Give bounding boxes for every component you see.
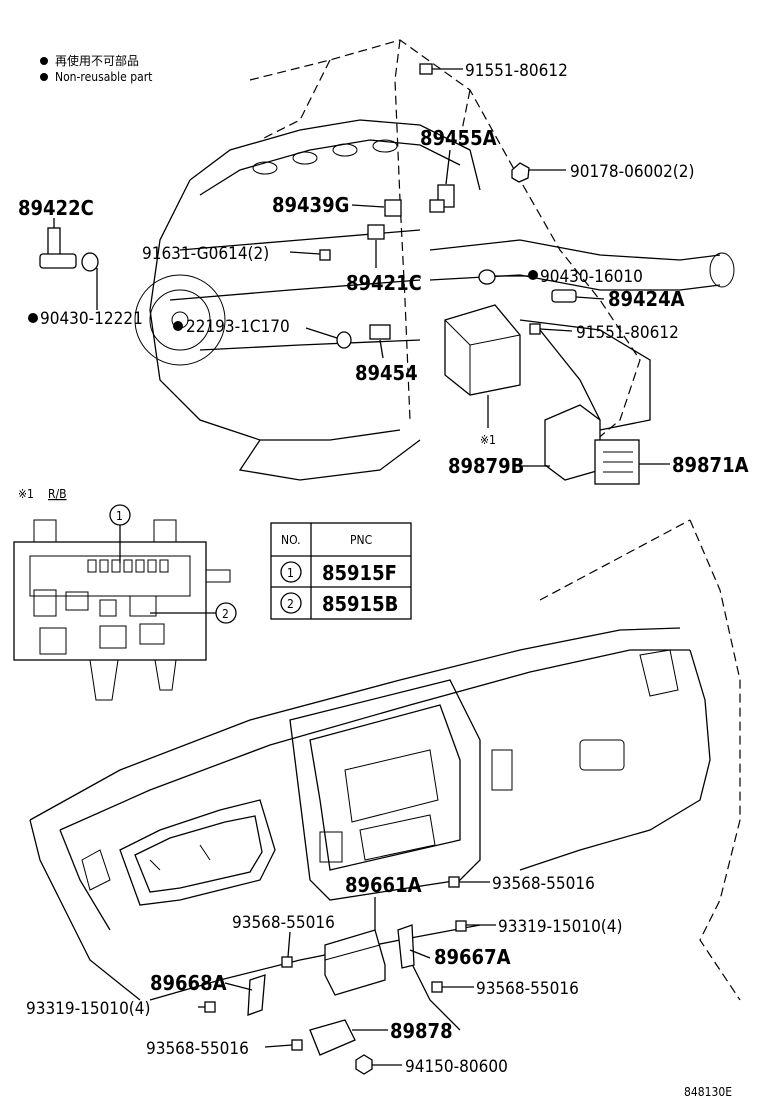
part-label: 93568-55016	[232, 913, 335, 933]
bolt-icon	[455, 920, 467, 932]
part-label: 22193-1C170	[186, 317, 290, 337]
bolt-icon	[529, 323, 541, 335]
sensor-icon	[551, 289, 577, 303]
part-label: 93568-55016	[476, 979, 579, 999]
part-label: 89661A	[345, 873, 422, 897]
gasket-icon	[478, 269, 496, 285]
part-label: 90430-12221	[40, 309, 143, 329]
bolt-icon	[319, 249, 331, 261]
callout-1-text: 1	[116, 509, 123, 523]
non-reusable-dot-icon	[40, 73, 48, 81]
table-header-pnc: PNC	[350, 533, 372, 547]
bracket-icon	[397, 924, 415, 969]
table-row-no: 1	[287, 566, 294, 580]
leader-lines-upper	[53, 68, 670, 467]
non-reusable-dot-icon	[528, 270, 538, 280]
non-reusable-dot-icon	[173, 321, 183, 331]
gasket-icon	[81, 252, 99, 272]
non-reusable-dot-icon	[40, 57, 48, 65]
sensor-icon	[369, 324, 391, 340]
inset-title: ※1	[18, 487, 34, 501]
dashboard-parts	[204, 876, 467, 1075]
bolt-icon	[204, 1001, 216, 1013]
legend-jp: 再使用不可部品	[55, 53, 139, 68]
bolt-icon	[419, 63, 433, 75]
screw-icon	[431, 981, 443, 993]
ecu-unit-icon	[324, 929, 386, 996]
part-label: 94150-80600	[405, 1057, 508, 1077]
labels-lower: 89661A 93568-55016 93568-55016 93319-150…	[26, 873, 622, 1077]
relay-block-inset: ※1 R/B 1 2	[13, 487, 237, 701]
part-label: 89871A	[672, 453, 749, 477]
part-label: 89455A	[420, 126, 497, 150]
callout-2-text: 2	[222, 607, 229, 621]
fuse-row	[87, 559, 169, 573]
part-label: 90430-16010	[540, 267, 643, 287]
non-reusable-dot-icon	[28, 313, 38, 323]
part-label: 93568-55016	[146, 1039, 249, 1059]
dashboard-drawing	[29, 519, 741, 1031]
part-label: 89668A	[150, 971, 227, 995]
part-label: 90178-06002(2)	[570, 162, 694, 182]
gasket-icon	[336, 331, 352, 349]
legend-en: Non-reusable part	[55, 70, 152, 84]
leader-lines-lower	[198, 881, 496, 1066]
part-label: 93319-15010(4)	[498, 917, 622, 937]
part-label: 89439G	[272, 193, 349, 217]
part-label: 91551-80612	[576, 323, 679, 343]
bracket-icon	[247, 974, 266, 1016]
bracket-icon	[544, 404, 601, 481]
ecu-unit-icon	[309, 1019, 356, 1056]
sensor-icon	[384, 199, 402, 217]
small-parts	[39, 63, 640, 485]
ecu-unit-icon	[444, 304, 521, 396]
engine-drawing	[134, 39, 735, 481]
part-label: 89879B	[448, 454, 524, 478]
table-row-pnc: 85915F	[322, 561, 397, 585]
part-label: 93568-55016	[492, 874, 595, 894]
screw-icon	[281, 956, 293, 968]
part-label: 91631-G0614(2)	[142, 244, 269, 264]
part-label: 91551-80612	[465, 61, 568, 81]
relay-block-icon	[13, 541, 207, 661]
part-label: 89421C	[346, 271, 422, 295]
part-label: 89422C	[18, 196, 94, 220]
screw-icon	[291, 1039, 303, 1051]
part-label: 89878	[390, 1019, 453, 1043]
table-row-pnc: 85915B	[322, 592, 398, 616]
legend: 再使用不可部品 Non-reusable part	[40, 53, 152, 84]
part-label: 89454	[355, 361, 418, 385]
screw-icon	[448, 876, 460, 888]
sensor-icon	[367, 224, 385, 240]
inset-title-sub: R/B	[48, 487, 67, 501]
labels-upper: 91551-80612 89455A 90178-06002(2) 89422C…	[18, 61, 749, 478]
part-label: 89424A	[608, 287, 685, 311]
nut-icon	[511, 162, 530, 183]
sensor-icon	[47, 227, 61, 257]
table-row-no: 2	[287, 597, 294, 611]
part-label: 93319-15010(4)	[26, 999, 150, 1019]
pnc-table: NO. PNC 1 85915F 2 85915B	[270, 522, 412, 620]
table-header-no: NO.	[281, 533, 301, 547]
note-marker: ※1	[480, 433, 496, 447]
diagram-id: 848130E	[684, 1085, 732, 1099]
nut-icon	[355, 1054, 373, 1075]
part-label: 89667A	[434, 945, 511, 969]
